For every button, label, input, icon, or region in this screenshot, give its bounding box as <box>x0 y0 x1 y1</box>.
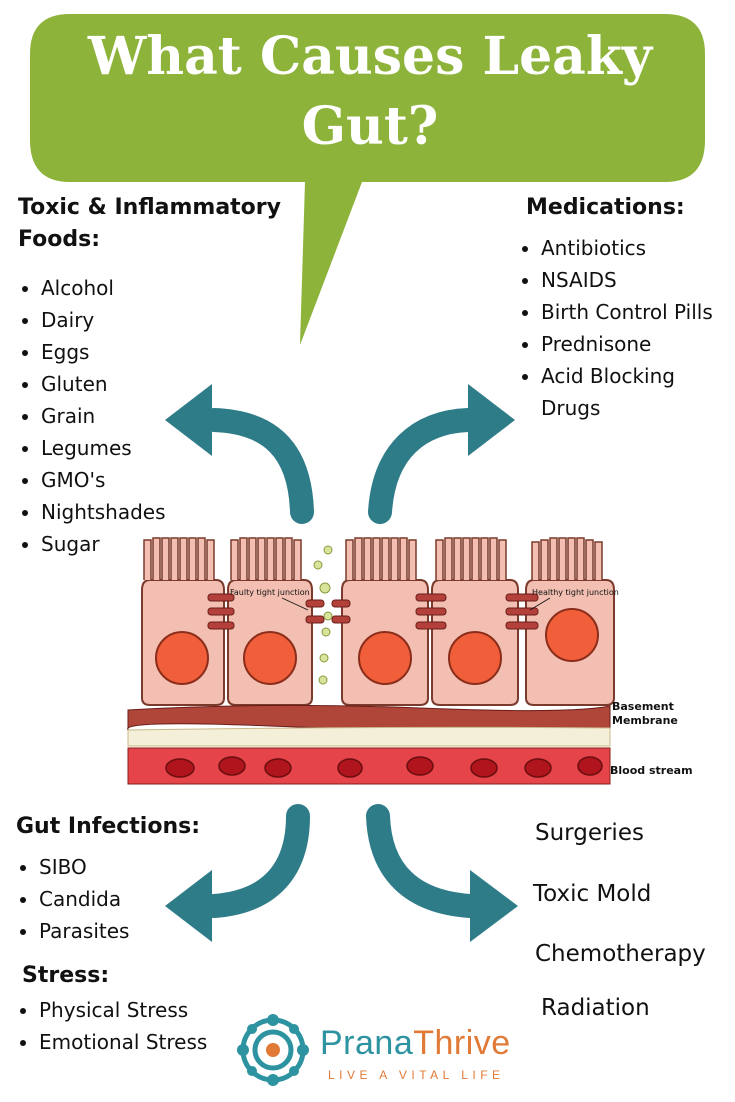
list-item: Dairy <box>18 304 318 336</box>
tight-junction <box>305 615 325 624</box>
arrow-up-right-head <box>468 384 515 456</box>
tight-junction <box>505 621 539 630</box>
red-blood-cell <box>264 758 292 778</box>
red-blood-cell <box>577 756 603 776</box>
red-blood-cell <box>337 758 363 778</box>
nucleus <box>155 631 209 685</box>
list-item: Prednisone <box>518 328 733 360</box>
list-item: GMO's <box>18 464 318 496</box>
nucleus <box>545 608 599 662</box>
label-faulty-tight-junction: Faulty tight junction <box>230 588 310 597</box>
medications-heading: Medications: <box>526 195 685 220</box>
toxic-foods-heading-line-2: Foods: <box>18 227 101 252</box>
tight-junction <box>415 621 447 630</box>
label-basement-line-2: Membrane <box>612 714 678 727</box>
speech-bubble-shape <box>30 14 705 345</box>
stress-section: Stress: Physical Stress Emotional Stress <box>16 960 246 1058</box>
toxic-foods-list: Alcohol Dairy Eggs Gluten Grain Legumes … <box>18 272 318 560</box>
microvilli <box>143 537 215 580</box>
particle <box>313 560 323 570</box>
label-blood-stream: Blood stream <box>610 764 693 777</box>
arrow-up-right-shaft <box>368 408 480 524</box>
red-blood-cell <box>406 756 434 776</box>
list-item: SIBO <box>16 851 256 883</box>
logo-name-thrive: Thrive <box>413 1024 511 1062</box>
page-title-line-2: Gut? <box>301 96 439 157</box>
microvilli <box>345 537 417 580</box>
pranathrive-logo: PranaThrive LIVE A VITAL LIFE <box>232 1010 512 1090</box>
list-item: Alcohol <box>18 272 318 304</box>
red-blood-cell <box>470 758 498 778</box>
gut-infections-section: Gut Infections: SIBO Candida Parasites <box>16 811 256 947</box>
arrow-down-right-shaft <box>366 804 482 918</box>
particle <box>318 675 328 685</box>
cause-surgeries: Surgeries <box>535 820 644 846</box>
title-speech-bubble <box>30 14 705 345</box>
red-blood-cell <box>165 758 195 778</box>
list-item: Eggs <box>18 336 318 368</box>
gut-lining-diagram: Faulty tight junction Healthy tight junc… <box>127 537 619 785</box>
red-blood-cell <box>524 758 552 778</box>
list-item: Physical Stress <box>16 994 246 1026</box>
medications-section: Medications: Antibiotics NSAIDS Birth Co… <box>518 192 733 424</box>
tight-junction <box>331 599 351 608</box>
list-item: Legumes <box>18 432 318 464</box>
nucleus <box>448 631 502 685</box>
stress-list: Physical Stress Emotional Stress <box>16 994 246 1058</box>
tight-junction <box>207 593 235 602</box>
tight-junction <box>505 593 539 602</box>
list-item: Sugar <box>18 528 318 560</box>
stress-heading: Stress: <box>22 963 110 988</box>
list-item: Nightshades <box>18 496 318 528</box>
particle <box>323 611 333 621</box>
label-basement-membrane: Basement Membrane <box>612 700 678 728</box>
label-basement-line-1: Basement <box>612 700 674 713</box>
list-item: Emotional Stress <box>16 1026 246 1058</box>
logo-name-prana: Prana <box>320 1024 414 1062</box>
tight-junction <box>305 599 325 608</box>
particle <box>321 627 331 637</box>
list-item: Antibiotics <box>518 232 733 264</box>
list-item: Birth Control Pills <box>518 296 733 328</box>
tight-junction <box>415 607 447 616</box>
medications-continuation: Drugs <box>541 396 601 420</box>
medications-list: Antibiotics NSAIDS Birth Control Pills P… <box>518 232 733 392</box>
list-item: Acid Blocking <box>518 360 733 392</box>
logo-tagline: LIVE A VITAL LIFE <box>328 1068 505 1082</box>
logo-wordmark: PranaThrive <box>320 1024 511 1063</box>
cause-chemotherapy: Chemotherapy <box>535 941 706 967</box>
toxic-foods-heading-line-1: Toxic & Inflammatory <box>18 195 281 220</box>
page-title-line-1: What Causes Leaky <box>87 26 653 87</box>
basement-membrane <box>127 704 611 732</box>
label-healthy-tight-junction: Healthy tight junction <box>532 588 619 597</box>
particle <box>319 582 331 594</box>
toxic-foods-section: Toxic & Inflammatory Foods: Alcohol Dair… <box>18 192 318 560</box>
nucleus <box>358 631 412 685</box>
list-item: Parasites <box>16 915 256 947</box>
list-item: Grain <box>18 400 318 432</box>
tight-junction <box>331 615 351 624</box>
tight-junction <box>415 593 447 602</box>
list-item: NSAIDS <box>518 264 733 296</box>
cause-radiation: Radiation <box>541 995 650 1021</box>
cause-toxic-mold: Toxic Mold <box>533 881 652 907</box>
gut-infections-list: SIBO Candida Parasites <box>16 851 256 947</box>
microvilli <box>435 537 507 580</box>
microvilli <box>531 537 603 580</box>
basement-membrane-band <box>127 726 611 747</box>
arrow-down-right-head <box>470 870 518 942</box>
list-item: Gluten <box>18 368 318 400</box>
nucleus <box>243 631 297 685</box>
microvilli <box>230 537 302 580</box>
tight-junction <box>505 607 539 616</box>
tight-junction <box>207 607 235 616</box>
list-item: Candida <box>16 883 256 915</box>
gut-infections-heading: Gut Infections: <box>16 814 201 839</box>
particle <box>323 545 333 555</box>
mandala-logo-icon <box>237 1014 309 1086</box>
red-blood-cell <box>218 756 246 776</box>
tight-junction <box>207 621 235 630</box>
particle <box>319 653 329 663</box>
